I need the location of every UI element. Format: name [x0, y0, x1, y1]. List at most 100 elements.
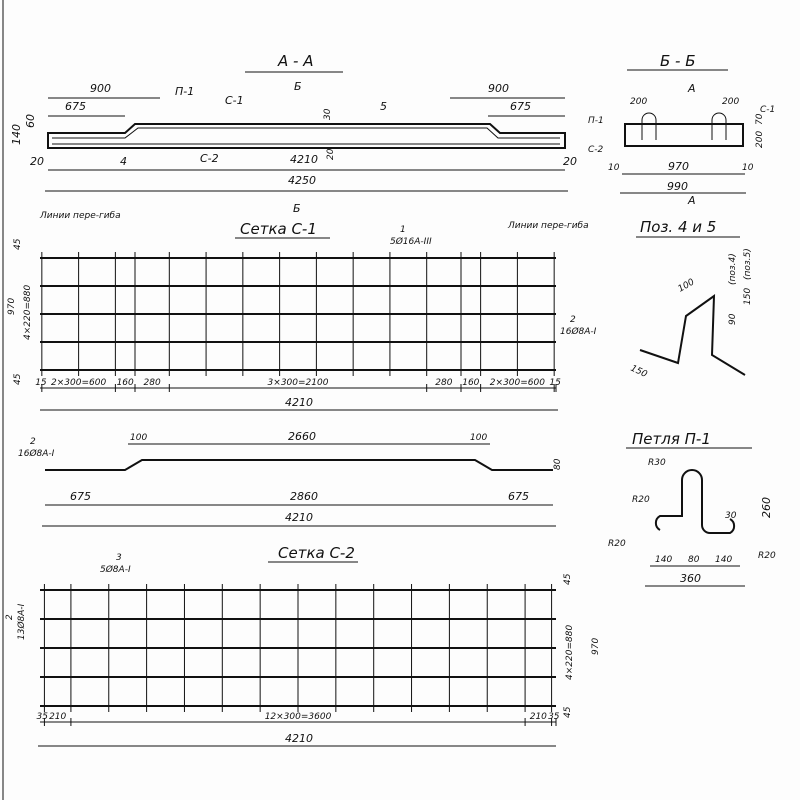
- label-c2: С-2: [200, 152, 219, 165]
- bars-3: 5Ø8А-I: [100, 564, 131, 575]
- dim-45-top: 45: [13, 238, 23, 250]
- dimension-label: 160: [462, 378, 479, 388]
- bars-2: 16Ø8А-I: [560, 326, 597, 337]
- dimension-label: 280: [144, 378, 161, 388]
- pos-2: 2: [5, 614, 15, 620]
- cut-mark: А: [687, 82, 696, 95]
- bend-line-label-left: Линии пере-гиба: [39, 211, 121, 221]
- mesh-title: Сетка С-2: [278, 544, 355, 562]
- mesh-grid: [40, 584, 556, 712]
- dim-60: 60: [24, 114, 37, 128]
- dim-140-left: 140: [655, 555, 672, 565]
- dim-970: 970: [7, 298, 17, 315]
- dimension-label: 15: [549, 378, 561, 388]
- detail-title: Поз. 4 и 5: [640, 218, 716, 236]
- dim-675-left: 675: [70, 490, 91, 503]
- dim-675-right: 675: [508, 490, 529, 503]
- dim-2860: 2860: [290, 490, 318, 503]
- label-c1: С-1: [760, 105, 775, 115]
- dim-200-left: 200: [630, 97, 647, 107]
- section-title: Б - Б: [660, 52, 696, 70]
- mesh-title: Сетка С-1: [240, 220, 317, 238]
- pos-1: 1: [400, 225, 406, 235]
- section-b-b: Б - Б А А 200 200 П-1 С-1 С-2 70 200 10 …: [588, 52, 775, 207]
- dim-970: 970: [668, 160, 689, 173]
- radius-r30: R30: [648, 458, 666, 468]
- dim-30: 30: [323, 108, 333, 120]
- dim-100-right: 100: [470, 433, 487, 443]
- dim-2660: 2660: [288, 430, 316, 443]
- dimension-label: 2×300=600: [51, 378, 106, 388]
- mesh-c2: Сетка С-2 3 5Ø8А-I 2 13Ø8А-I 45 4×220=88…: [5, 544, 601, 747]
- dim-10-right: 10: [742, 163, 754, 173]
- pos-label: 2: [30, 437, 36, 447]
- dimension-label: 2×300=600: [490, 378, 545, 388]
- dim-total: 4210: [285, 396, 313, 409]
- mesh-grid: [40, 252, 556, 376]
- dim-70: 70: [755, 113, 765, 125]
- bent-bar-2: 2 16Ø8А-I 100 2660 100 80 675 2860 675 4…: [18, 430, 563, 527]
- dim-200-right: 200: [722, 97, 739, 107]
- dimension-label: 35: [548, 712, 560, 722]
- mesh-c1: Сетка С-1 Линии пере-гиба Линии пере-гиб…: [7, 211, 597, 411]
- bars-2: 13Ø8А-I: [16, 603, 27, 640]
- label-pos4: (поз.4): [728, 253, 738, 285]
- label-c2: С-2: [588, 145, 604, 155]
- label-pos4: 4: [120, 155, 127, 168]
- dim-90: 90: [728, 313, 738, 325]
- radius-r20-c: R20: [758, 551, 776, 561]
- dim-990: 990: [667, 180, 688, 193]
- label-pos5: (поз.5): [743, 248, 753, 280]
- dim-45-bottom: 45: [563, 706, 573, 718]
- dimension-label: 210: [49, 712, 66, 722]
- dim-970: 970: [591, 638, 601, 655]
- dim-675-left: 675: [65, 100, 86, 113]
- dim-80: 80: [553, 458, 563, 470]
- dim-45-bottom: 45: [13, 373, 23, 385]
- dimension-label: 35: [36, 712, 48, 722]
- dim-260: 260: [760, 497, 773, 518]
- dim-675-right: 675: [510, 100, 531, 113]
- dim-10-left: 10: [608, 163, 620, 173]
- dim-880: 4×220=880: [565, 625, 575, 680]
- loop-p1: Петля П-1 R30 R20 R20 R20 30 260 140 80 …: [608, 430, 776, 587]
- dimension-label: 160: [117, 378, 134, 388]
- dim-30: 30: [725, 511, 737, 521]
- detail-title: Петля П-1: [632, 430, 711, 448]
- dim-100-left: 100: [130, 433, 147, 443]
- dim-900-left: 900: [90, 82, 111, 95]
- pos-2: 2: [570, 315, 576, 325]
- dim-20-left: 20: [30, 155, 44, 168]
- pos-3: 3: [116, 553, 122, 563]
- dim-140-right: 140: [715, 555, 732, 565]
- pos-4-and-5: Поз. 4 и 5 100 90 150 (поз.4) (поз.5) 15…: [629, 218, 753, 380]
- dim-100: 100: [677, 277, 697, 294]
- dim-20-right: 20: [563, 155, 577, 168]
- dim-4250: 4250: [288, 174, 316, 187]
- dim-total: 4210: [285, 732, 313, 745]
- radius-r20-b: R20: [608, 539, 626, 549]
- cut-mark-bottom: А: [687, 194, 696, 207]
- bars-1: 5Ø16А-III: [390, 236, 432, 247]
- bend-line-label-right: Линии пере-гиба: [507, 221, 589, 231]
- dim-45-top: 45: [563, 573, 573, 585]
- dimension-label: 210: [530, 712, 547, 722]
- dim-150: 150: [743, 288, 753, 305]
- dim-4210: 4210: [290, 153, 318, 166]
- cut-mark-bottom: Б: [293, 202, 301, 215]
- dimension-label: 12×300=3600: [265, 712, 332, 722]
- label-c1: С-1: [225, 94, 244, 107]
- dimension-label: 280: [435, 378, 452, 388]
- dim-height: 140: [10, 124, 23, 145]
- dim-900-right: 900: [488, 82, 509, 95]
- cut-mark: Б: [294, 80, 302, 93]
- dim-150-base: 150: [629, 364, 649, 380]
- dim-360: 360: [680, 572, 701, 585]
- dim-20-mid: 20: [326, 148, 336, 160]
- section-title: А - А: [277, 52, 313, 70]
- dim-80: 80: [688, 555, 700, 565]
